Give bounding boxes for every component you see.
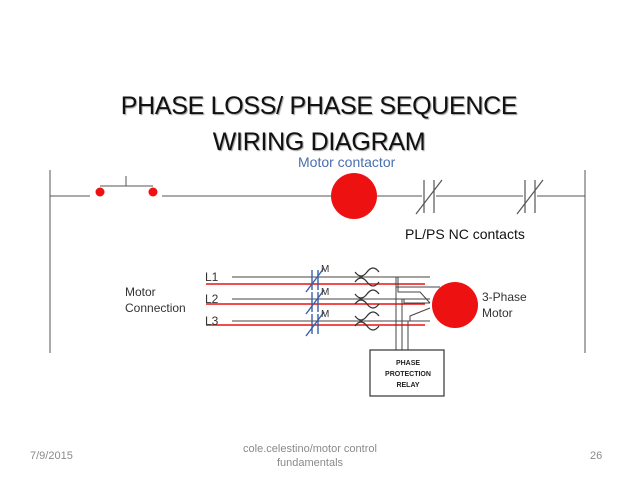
relay-label-2: PROTECTION — [385, 371, 431, 378]
motor-connection-label-2: Connection — [125, 301, 186, 315]
phase-label-l1: L1 — [205, 270, 219, 284]
motor-contactor-label: Motor contactor — [298, 154, 396, 170]
nc-contact-2-icon — [516, 179, 544, 215]
overload-heaters-icon — [354, 267, 380, 331]
contact-mark-1: M — [321, 264, 330, 275]
phase-protection-relay-box — [369, 349, 445, 397]
nc-contact-1-icon — [415, 179, 443, 215]
title-line-1: PHASE LOSS/ PHASE SEQUENCE — [120, 92, 518, 120]
three-phase-motor-label-1: 3-Phase — [482, 290, 527, 304]
footer-date: 7/9/2015 — [30, 450, 73, 462]
contact-mark-3: M — [321, 309, 330, 320]
motor-contactor-coil-icon — [331, 173, 377, 219]
contact-mark-2: M — [321, 287, 330, 298]
phase-label-l3: L3 — [205, 314, 219, 328]
pushbutton-icon — [90, 176, 162, 199]
three-phase-motor-icon — [432, 282, 478, 328]
relay-wires — [395, 277, 440, 350]
title-line-2: WIRING DIAGRAM — [212, 128, 426, 156]
footer-source-1: cole.celestino/motor control — [243, 443, 377, 455]
motor-connection-label-1: Motor — [125, 285, 156, 299]
relay-label-3: RELAY — [396, 382, 420, 389]
main-contacts-icon — [305, 267, 325, 337]
phase-label-l2: L2 — [205, 292, 219, 306]
nc-contacts-label: PL/PS NC contacts — [405, 226, 525, 242]
footer-source-2: fundamentals — [276, 457, 344, 469]
footer-page-number: 26 — [590, 450, 603, 462]
relay-label-1: PHASE — [395, 360, 421, 367]
three-phase-motor-label-2: Motor — [482, 306, 513, 320]
